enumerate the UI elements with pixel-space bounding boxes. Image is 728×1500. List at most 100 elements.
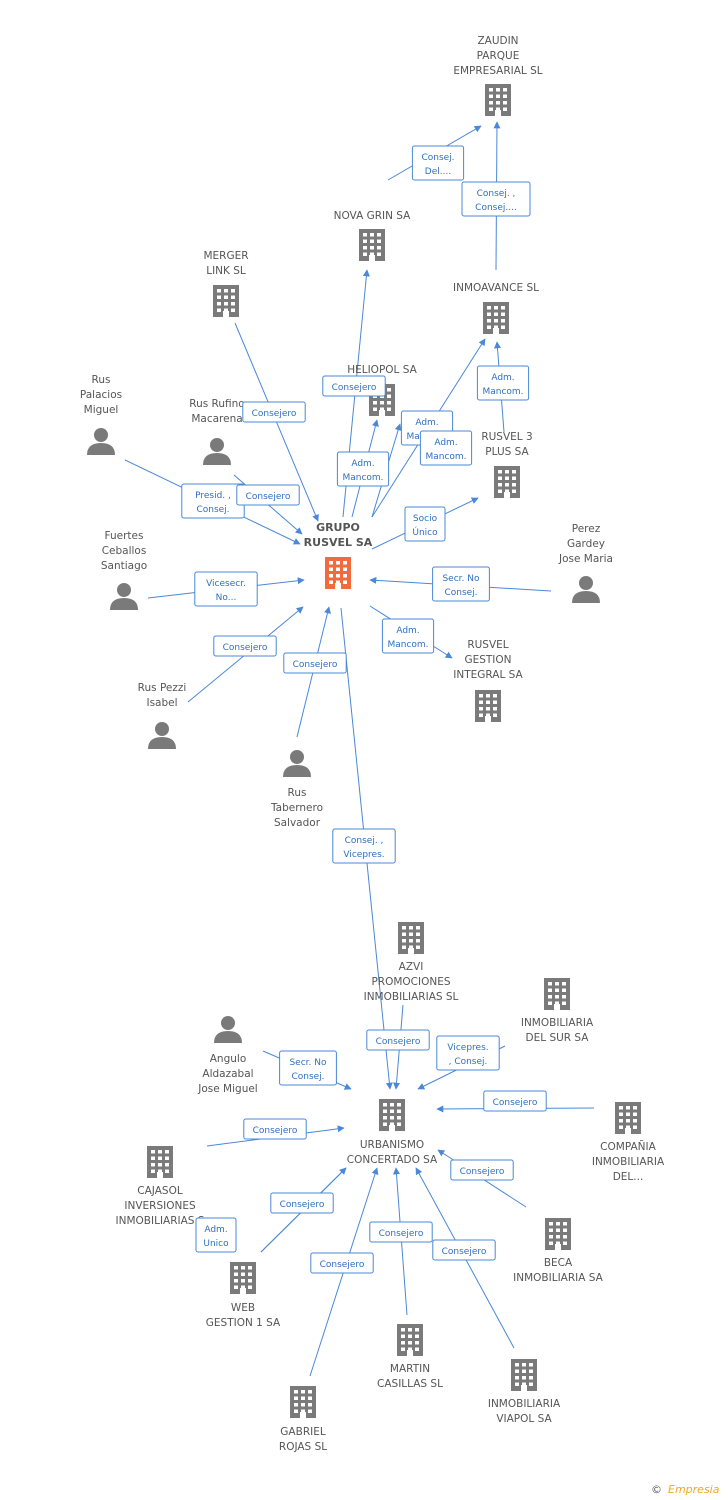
edge-label-text: Consejero: [246, 492, 291, 502]
building-icon: [545, 1218, 571, 1250]
edge-label[interactable]: Adm.Mancom.: [381, 618, 435, 654]
node-label: RUSVEL SA: [304, 536, 373, 549]
building-icon: [511, 1359, 537, 1391]
node-label: INMOBILIARIA: [488, 1398, 561, 1410]
building-icon: [398, 922, 424, 954]
node-label: GRUPO: [316, 521, 360, 534]
node-label: NOVA GRIN SA: [334, 210, 412, 222]
edge-label-text: Adm.: [351, 459, 374, 469]
edge-label[interactable]: Adm.Unico: [195, 1217, 237, 1253]
edge-label[interactable]: Vicepres., Consej.: [436, 1035, 500, 1071]
node-viapol[interactable]: INMOBILIARIA VIAPOL SA: [488, 1359, 561, 1425]
edge-label[interactable]: Consejero: [450, 1159, 514, 1181]
node-label: Jose Miguel: [197, 1083, 257, 1095]
node-label: EMPRESARIAL SL: [453, 65, 542, 77]
building-icon: [475, 690, 501, 722]
edge-label-text: , Consej.: [449, 1057, 488, 1067]
edge-label-text: Consejero: [253, 1126, 298, 1136]
edge-label-text: Socio: [413, 514, 438, 524]
edge-label[interactable]: Adm.Mancom.: [476, 365, 530, 401]
node-label: Aldazabal: [202, 1068, 253, 1080]
building-icon: [483, 302, 509, 334]
edge-label-text: Adm.: [204, 1225, 227, 1235]
edge-label[interactable]: Consejero: [213, 635, 277, 657]
edge-label[interactable]: Consejero: [283, 652, 347, 674]
node-label: Perez: [572, 523, 601, 535]
edge-label[interactable]: Consejero: [483, 1090, 547, 1112]
edge-label[interactable]: Consejero: [270, 1192, 334, 1214]
node-label: BECA: [544, 1257, 573, 1269]
edge-label[interactable]: Adm. Mancom.: [419, 430, 473, 466]
edge-label-text: Mancom.: [342, 473, 383, 483]
edge-label[interactable]: Adm. Mancom.: [336, 451, 390, 487]
node-label: GESTION 1 SA: [206, 1317, 281, 1329]
node-label: Tabernero: [270, 802, 323, 814]
node-inmoavance[interactable]: INMOAVANCE SL: [453, 282, 539, 334]
edge-label[interactable]: Consej. ,Consej....: [461, 181, 531, 217]
node-label: VIAPOL SA: [496, 1413, 552, 1425]
edge-label[interactable]: Consejero: [366, 1029, 430, 1051]
node-grupo[interactable]: GRUPO RUSVEL SA: [304, 521, 373, 589]
node-label: Isabel: [146, 697, 177, 709]
node-label: INMOBILIARIA: [592, 1156, 665, 1168]
edge-label[interactable]: Consej. ,Vicepres.: [332, 828, 396, 864]
person-icon: [283, 750, 311, 777]
node-label: INVERSIONES: [124, 1200, 196, 1212]
edge-label[interactable]: Presid. ,Consej.: [181, 483, 245, 519]
edge-label-text: Consej....: [475, 203, 517, 213]
edge-label-text: Adm.: [434, 438, 457, 448]
node-label: RUSVEL: [467, 639, 508, 651]
node-novagrin[interactable]: NOVA GRIN SA: [334, 210, 412, 261]
building-icon: [213, 285, 239, 317]
edge-label-text: Consejero: [280, 1200, 325, 1210]
edge-label-text: Consejero: [460, 1167, 505, 1177]
building-icon: [359, 229, 385, 261]
node-label: Rus Pezzi: [138, 682, 187, 694]
node-label: Ceballos: [102, 545, 147, 557]
node-label: GABRIEL: [280, 1426, 326, 1438]
edge-label-text: Mancom.: [482, 387, 523, 397]
edge-label[interactable]: Consejero: [243, 1118, 307, 1140]
edge-label-text: Mancom.: [425, 452, 466, 462]
node-label: URBANISMO: [360, 1139, 424, 1151]
edge-label[interactable]: Vicesecr.No...: [194, 571, 258, 607]
edge-label[interactable]: Consejero: [236, 484, 300, 506]
building-icon: [494, 466, 520, 498]
edge-label[interactable]: Consejero: [322, 375, 386, 397]
node-compania[interactable]: COMPAÑIAINMOBILIARIADEL...: [592, 1102, 665, 1183]
edge-label-text: Adm.: [396, 626, 419, 636]
edge-label[interactable]: Consejero: [310, 1252, 374, 1274]
node-label: INTEGRAL SA: [453, 669, 523, 681]
edge-label[interactable]: Consejero: [242, 401, 306, 423]
node-label: AZVI: [399, 961, 424, 973]
node-label: INMOBILIARIAS S: [116, 1215, 205, 1227]
edge-label-text: Del....: [425, 167, 451, 177]
edge-label[interactable]: Consej.Del....: [411, 145, 465, 181]
building-icon: [397, 1324, 423, 1356]
edge-label[interactable]: Consejero: [369, 1221, 433, 1243]
edge-label[interactable]: Consejero: [432, 1239, 496, 1261]
